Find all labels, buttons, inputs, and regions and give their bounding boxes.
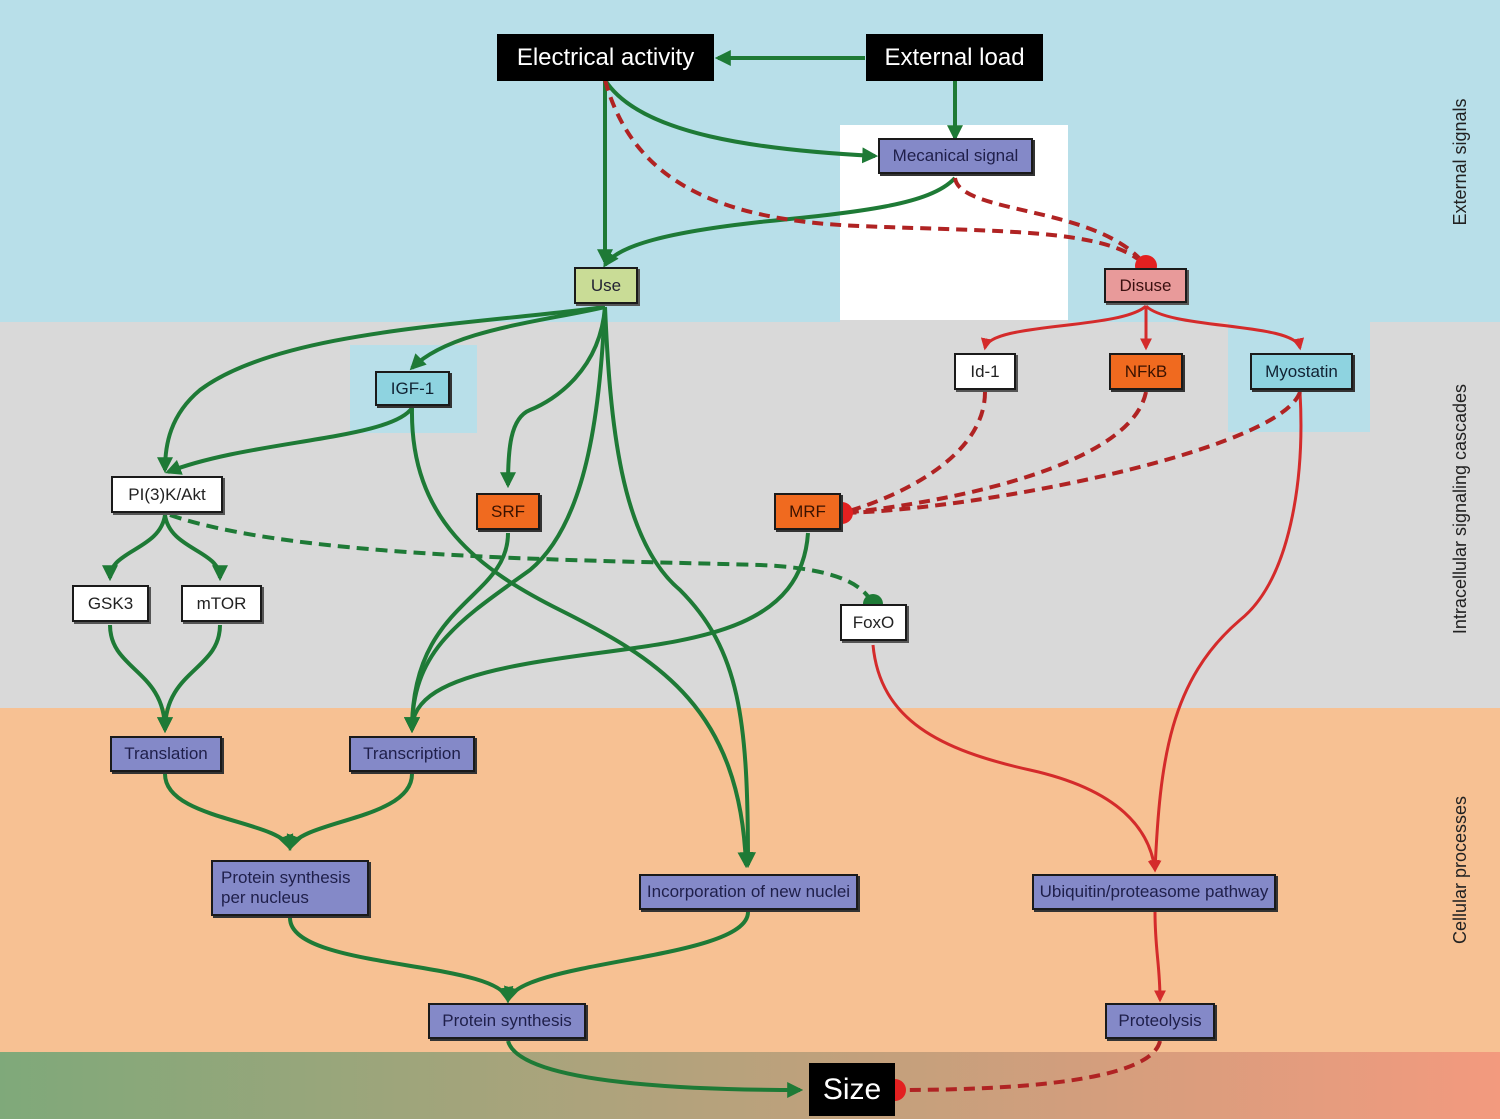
edge-mecanical-use [603,176,957,268]
node-foxo: FoxO [840,604,907,641]
node-protein-synthesis-per-nucleus: Protein synthesis per nucleus [211,860,369,916]
edge-electrical-disuse [603,79,1148,268]
edge-pi3k-gsk3 [102,514,167,582]
node-use: Use [574,267,638,304]
edge-protein-synthesis-size [506,1040,804,1098]
node-id1: Id-1 [954,353,1016,390]
external-band [0,0,1500,322]
node-srf: SRF [476,493,540,530]
edge-translation-psn [163,773,294,852]
node-pi3k-akt: PI(3)K/Akt [111,476,223,513]
red-edges [871,304,1305,1003]
node-disuse: Disuse [1104,268,1187,303]
node-nfkb: NFkB [1109,353,1183,390]
node-myostatin: Myostatin [1250,353,1353,390]
edge-proteolysis-size [894,1040,1162,1092]
edge-mtor-translation [157,624,222,734]
edge-foxo-ubiquitin [871,644,1160,873]
node-external-load: External load [866,34,1043,81]
edge-use-pi3k [157,305,606,474]
edge-disuse-myostatin [1144,304,1305,351]
edge-igf1-pi3k [165,406,414,475]
node-gsk3: GSK3 [72,585,149,622]
label-external-signals: External signals [1450,98,1470,226]
edge-mrf-transcription [404,532,810,734]
edge-gsk3-translation [108,624,173,734]
node-mrf: MRF [774,493,841,530]
edge-incorporation-protein-synthesis [504,911,750,1004]
node-translation: Translation [110,736,222,772]
node-incorporation-new-nuclei: Incorporation of new nuclei [639,874,858,910]
node-igf1: IGF-1 [375,371,450,406]
node-transcription: Transcription [349,736,475,772]
edge-myostatin-ubiquitin [1149,391,1303,873]
edge-use-igf1 [409,305,606,371]
node-proteolysis: Proteolysis [1105,1003,1215,1039]
edge-myostatin-mrf [841,391,1302,515]
node-size: Size [809,1063,895,1116]
edge-mecanical-disuse [953,177,1148,268]
edge-electrical-mecanical [603,78,879,164]
activation-edges [102,50,963,1098]
node-ubiquitin-proteasome: Ubiquitin/proteasome pathway [1032,874,1276,910]
label-cellular-processes: Cellular processes [1450,795,1470,945]
edge-id1-mrf [841,391,987,515]
edge-pi3k-mtor [163,514,228,582]
bottom-band [0,1052,1500,1119]
edge-use-transcription [404,306,607,734]
label-intracellular-signaling-cascades: Intracellular signaling cascades [1450,383,1470,635]
node-protein-synthesis: Protein synthesis [428,1003,586,1039]
edge-ubiquitin-proteolysis [1153,911,1166,1003]
edge-transcription-psn [286,773,414,852]
node-mtor: mTOR [181,585,262,622]
red-dashed-edges [603,79,1302,1092]
edge-use-srf [500,306,607,489]
node-mecanical-signal: Mecanical signal [878,138,1033,174]
node-electrical-activity: Electrical activity [497,34,714,81]
edge-use-incorporation [603,306,756,869]
edge-igf1-incorporation [409,407,754,869]
edge-psn-protein-synthesis [288,917,514,1004]
edge-disuse-id1 [980,304,1148,351]
